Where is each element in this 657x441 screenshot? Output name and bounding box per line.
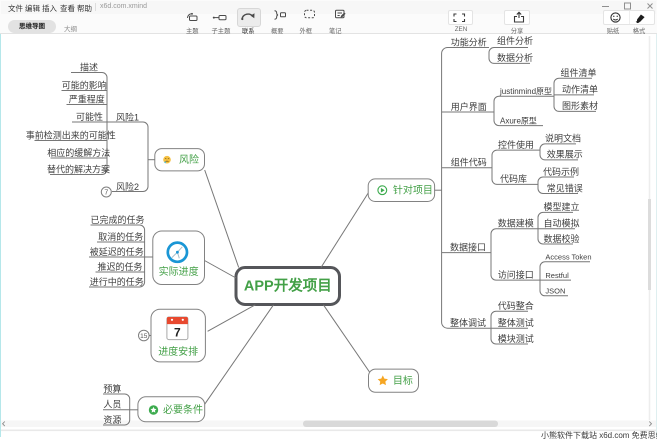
svg-text:说明文档: 说明文档 <box>545 133 581 144</box>
svg-text:7: 7 <box>104 190 108 197</box>
svg-text:模型建立: 模型建立 <box>544 201 580 212</box>
svg-text:风险: 风险 <box>179 153 199 166</box>
svg-text:进度安排: 进度安排 <box>158 345 198 358</box>
svg-text:常见错误: 常见错误 <box>547 182 583 193</box>
svg-text:控件使用: 控件使用 <box>498 139 534 150</box>
svg-text:风险1: 风险1 <box>116 111 139 122</box>
svg-text:针对项目: 针对项目 <box>393 183 433 196</box>
svg-text:功能分析: 功能分析 <box>451 36 487 47</box>
svg-text:数据接口: 数据接口 <box>450 241 486 252</box>
svg-text:组件代码: 组件代码 <box>451 157 487 168</box>
svg-text:代码示例: 代码示例 <box>543 166 579 177</box>
svg-text:数据校验: 数据校验 <box>544 233 580 244</box>
svg-text:模块测试: 模块测试 <box>498 333 534 344</box>
svg-text:Access Token: Access Token <box>545 253 591 262</box>
svg-text:自动模拟: 自动模拟 <box>544 218 580 229</box>
svg-text:整体测试: 整体测试 <box>498 317 534 328</box>
svg-text:15: 15 <box>140 333 148 340</box>
svg-text:代码整合: 代码整合 <box>498 300 534 311</box>
svg-text:预算: 预算 <box>103 383 121 394</box>
svg-text:访问接口: 访问接口 <box>498 269 534 280</box>
svg-text:事前检测出来的可能性: 事前检测出来的可能性 <box>26 129 116 140</box>
svg-text:严重程度: 严重程度 <box>69 93 105 104</box>
svg-text:用户界面: 用户界面 <box>451 101 487 112</box>
svg-text:APP开发项目: APP开发项目 <box>244 277 332 295</box>
svg-text:风险2: 风险2 <box>116 181 139 192</box>
svg-text:资源: 资源 <box>103 415 121 425</box>
svg-text:Restful: Restful <box>545 271 569 280</box>
svg-text:可能性: 可能性 <box>76 111 103 122</box>
svg-text:代码库: 代码库 <box>500 173 527 184</box>
svg-text:组件清单: 组件清单 <box>561 67 597 78</box>
svg-text:必要条件: 必要条件 <box>163 403 203 416</box>
svg-text:图形素材: 图形素材 <box>562 100 598 111</box>
svg-text:可能的影响: 可能的影响 <box>62 79 107 90</box>
svg-text:进行中的任务: 进行中的任务 <box>90 276 144 287</box>
svg-text:已完成的任务: 已完成的任务 <box>91 214 145 225</box>
svg-text:数据建模: 数据建模 <box>498 218 534 229</box>
svg-text:justinmind原型: justinmind原型 <box>499 87 552 96</box>
svg-text:被延迟的任务: 被延迟的任务 <box>90 246 144 257</box>
svg-text:效果展示: 效果展示 <box>547 149 583 160</box>
svg-text:整体调试: 整体调试 <box>450 317 486 328</box>
svg-text:实际进度: 实际进度 <box>159 265 199 278</box>
svg-text:组件分析: 组件分析 <box>497 35 533 46</box>
svg-text:替代的解决方案: 替代的解决方案 <box>47 163 110 174</box>
svg-text:取消的任务: 取消的任务 <box>98 231 143 242</box>
svg-text:Axure原型: Axure原型 <box>500 116 537 125</box>
svg-text:动作清单: 动作清单 <box>562 84 598 95</box>
svg-text:推迟的任务: 推迟的任务 <box>98 261 143 272</box>
svg-text:数据分析: 数据分析 <box>497 52 533 63</box>
svg-text:JSON: JSON <box>545 287 565 296</box>
svg-text:目标: 目标 <box>393 375 413 387</box>
svg-text:人员: 人员 <box>103 400 121 410</box>
svg-text:7: 7 <box>174 326 181 340</box>
svg-text:相应的缓解方法: 相应的缓解方法 <box>47 147 110 158</box>
svg-text:描述: 描述 <box>80 61 98 72</box>
